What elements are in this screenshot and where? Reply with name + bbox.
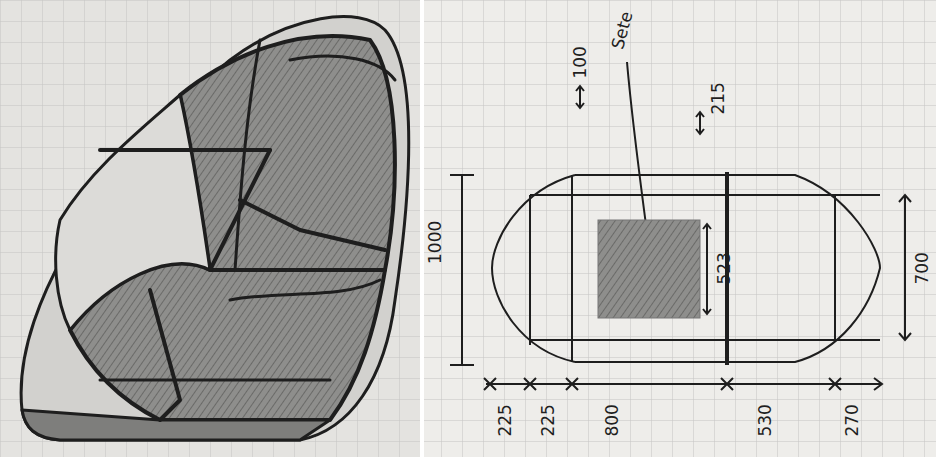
seat-square xyxy=(598,220,700,318)
dimension-label: 225 xyxy=(496,402,515,438)
dimension-label: 700 xyxy=(913,250,932,286)
dimension-label: 100 xyxy=(571,44,590,80)
dimension-label: 523 xyxy=(715,250,734,286)
dimension-label: 215 xyxy=(709,80,728,116)
dimension-label: 530 xyxy=(756,402,775,438)
dimension-label: 800 xyxy=(603,402,622,438)
dimension-label: 1000 xyxy=(427,218,446,265)
dimension-label: 225 xyxy=(539,402,558,438)
dimension-label: 270 xyxy=(843,402,862,438)
